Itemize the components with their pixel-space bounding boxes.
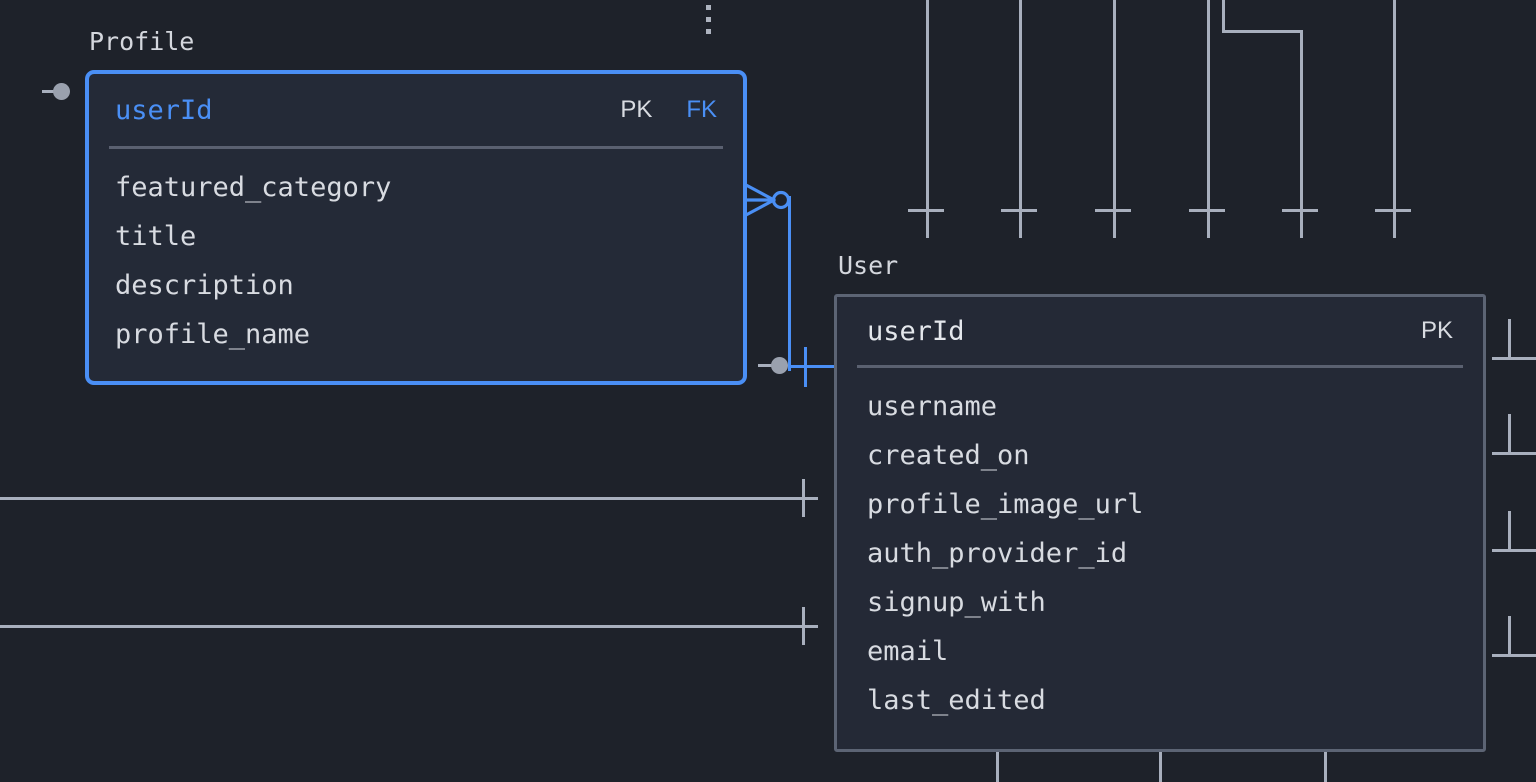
active-relationship-riser[interactable] [788,196,791,371]
active-cardinality-one-tick [804,347,807,387]
relationship-line-top-5[interactable] [1300,32,1303,238]
cardinality-one-tick-top-4 [1189,209,1225,212]
relationship-line-bottom-3[interactable] [1324,752,1327,782]
header-divider [109,146,723,149]
relationship-line-top-3[interactable] [1113,0,1116,238]
relationship-line-bottom-2[interactable] [1159,752,1162,782]
list-item[interactable]: signup_with [867,587,1046,618]
list-item[interactable]: featured_category [115,172,392,203]
cardinality-one-tick-right-4 [1508,616,1511,654]
relationship-line-top-4[interactable] [1207,0,1210,238]
cardinality-one-tick-left-1 [802,479,805,517]
cardinality-one-tick-top-3 [1095,209,1131,212]
table-card-profile[interactable]: userId PK FK featured_category title des… [85,70,747,385]
list-item[interactable]: email [867,636,949,667]
list-item[interactable]: auth_provider_id [867,538,1128,569]
list-item[interactable]: title [115,221,197,252]
table-row[interactable]: userId PK FK [89,74,743,146]
relationship-line-right-4[interactable] [1492,654,1536,657]
dot-1 [706,5,711,10]
field-name-primary-key: userId [115,94,213,126]
profile-endpoint-stub[interactable] [758,364,780,367]
cardinality-one-tick-left-2 [802,607,805,645]
cardinality-one-tick-top-2 [1001,209,1037,212]
dot-2 [706,17,711,22]
list-item[interactable]: last_edited [867,685,1046,716]
relationship-line-right-2[interactable] [1492,452,1536,455]
relationship-line-left-2[interactable] [0,625,818,628]
list-item[interactable]: username [867,391,998,422]
list-item[interactable]: description [115,270,294,301]
left-endpoint-dot[interactable] [53,83,70,100]
header-divider [857,365,1463,368]
badge-fk: FK [686,96,717,123]
list-item[interactable]: created_on [867,440,1030,471]
dot-3 [706,29,711,34]
cardinality-one-tick-top-1 [908,209,944,212]
profile-endpoint-dot[interactable] [771,357,788,374]
relationship-elbow-segment[interactable] [1222,30,1303,33]
cardinality-one-tick-top-6 [1375,209,1411,212]
relationship-line-top-6[interactable] [1393,0,1396,238]
three-dot-vertical-icon[interactable] [706,5,711,34]
table-title-user[interactable]: User [838,251,899,280]
relationship-line-top-2[interactable] [1019,0,1022,238]
cardinality-one-tick-right-2 [1508,414,1511,452]
active-relationship-run[interactable] [788,365,836,368]
table-card-user[interactable]: userId PK username created_on profile_im… [834,294,1486,752]
relationship-elbow-riser[interactable] [1222,0,1225,33]
relationship-line-right-1[interactable] [1492,357,1536,360]
crows-foot-zero-or-many-icon [744,183,791,217]
list-item[interactable]: profile_name [115,319,311,350]
relationship-line-top-1[interactable] [926,0,929,238]
table-title-profile[interactable]: Profile [89,27,195,56]
badge-pk: PK [1420,317,1453,344]
field-list-profile: featured_category title description prof… [89,149,743,359]
relationship-line-bottom-1[interactable] [996,752,999,782]
table-row[interactable]: userId PK [837,297,1483,365]
list-item[interactable]: profile_image_url [867,489,1144,520]
relationship-line-left-1[interactable] [0,497,818,500]
cardinality-one-tick-right-1 [1508,319,1511,357]
field-list-user: username created_on profile_image_url au… [837,368,1483,725]
field-name-primary-key: userId [867,315,965,347]
cardinality-one-tick-top-5 [1282,209,1318,212]
relationship-line-right-3[interactable] [1492,549,1536,552]
badge-pk: PK [620,96,653,123]
cardinality-one-tick-right-3 [1508,511,1511,549]
